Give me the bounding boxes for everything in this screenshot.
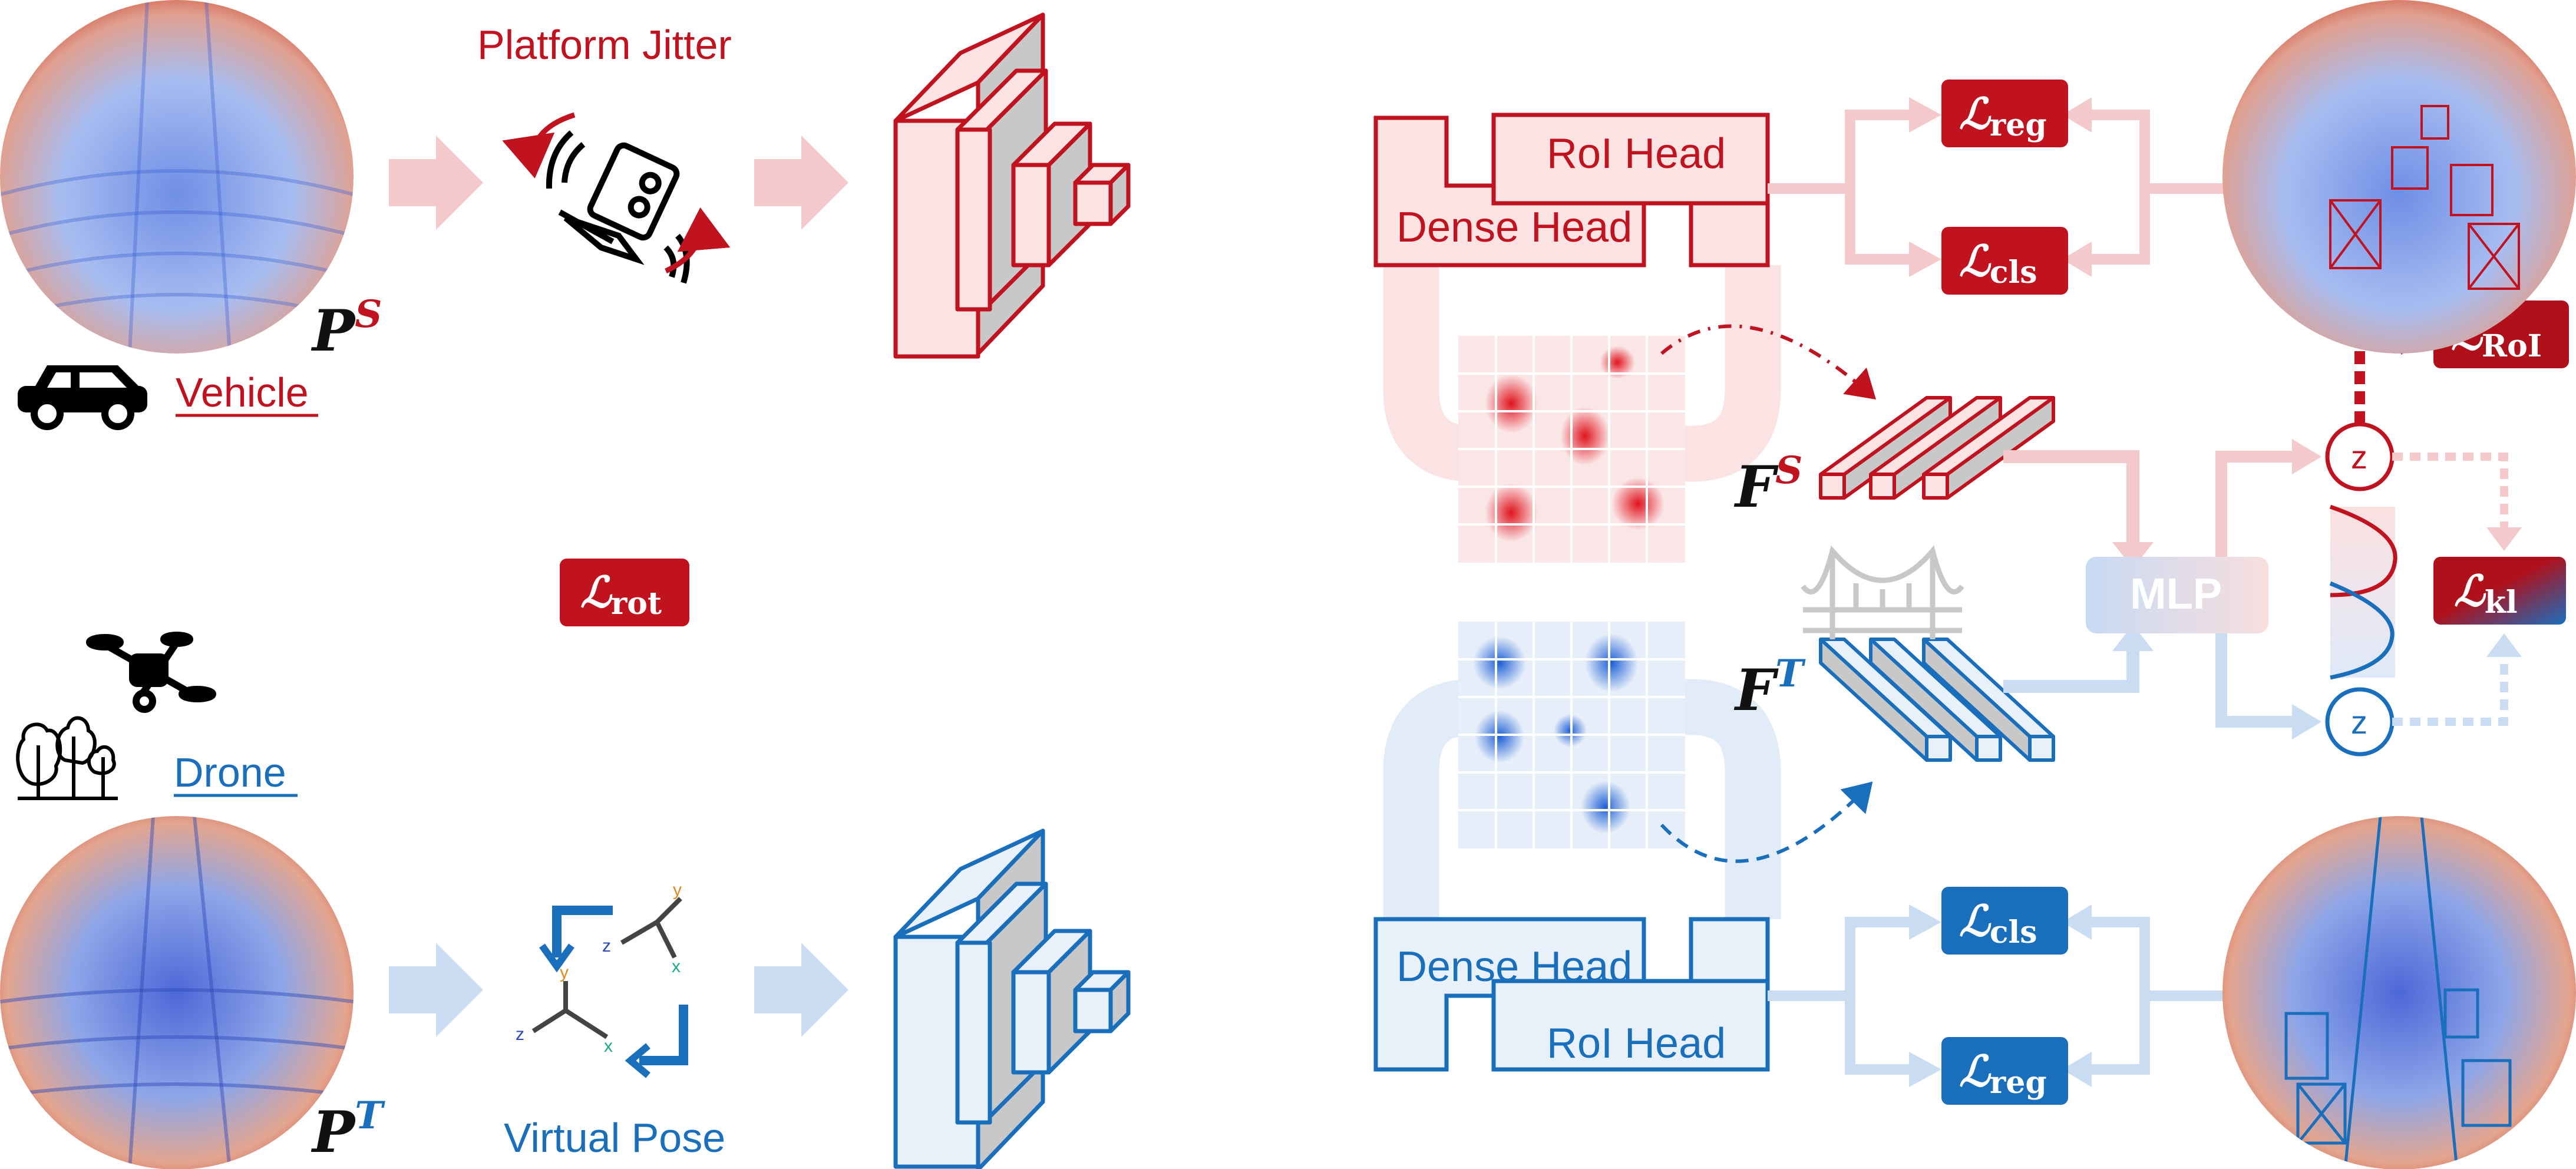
target-point-cloud-symbol: PT	[311, 1094, 385, 1165]
source-backbone	[893, 12, 1131, 359]
axis-y-label: y	[560, 963, 569, 982]
target-point-cloud	[0, 816, 354, 1169]
mlp-block	[2086, 557, 2268, 633]
source-to-mlp-arrowhead	[2112, 542, 2154, 569]
target-to-mlp-arrowhead	[2112, 625, 2154, 651]
target-backbone	[893, 828, 1131, 1169]
target-dense-head-label: Dense Head	[1396, 943, 1632, 990]
rotate-arrow-icon	[665, 207, 731, 274]
svg-text:ℒcls: ℒcls	[1959, 236, 2037, 290]
axis-x-label: x	[604, 1036, 613, 1056]
target-flow-arrows	[389, 943, 848, 1037]
svg-text:z: z	[2351, 704, 2367, 741]
target-to-mlp-arrow	[2003, 645, 2139, 693]
target-loss-cls-badge: ℒcls	[1941, 887, 2068, 955]
source-loss-reg-badge: ℒreg	[1941, 80, 2068, 147]
virtual-pose-label: Virtual Pose	[504, 1115, 725, 1161]
source-dense-head-label: Dense Head	[1396, 204, 1632, 251]
z-source-to-kl	[2392, 453, 2508, 530]
source-loss-cls-badge: ℒcls	[1941, 227, 2068, 295]
target-heatmap	[1458, 622, 1685, 848]
z-target-to-kl-arrowhead	[2486, 633, 2522, 657]
source-heatmap	[1458, 336, 1685, 563]
svg-text:ℒreg: ℒreg	[1959, 88, 2047, 143]
rotate-arrow-icon	[502, 112, 576, 179]
svg-text:ℒkl: ℒkl	[2454, 566, 2518, 620]
axis-x-label: x	[672, 957, 681, 976]
source-point-cloud-symbol: PS	[311, 292, 382, 364]
target-detection-cloud	[2222, 816, 2576, 1169]
axis-z-label: z	[602, 936, 611, 956]
svg-text:z: z	[2351, 438, 2367, 475]
axis-z-label: z	[516, 1025, 524, 1044]
mlp-to-z-source-arrowhead	[2292, 439, 2321, 474]
trees-icon	[16, 716, 118, 800]
target-feature-symbol: FT	[1733, 652, 1806, 724]
z-target-to-kl	[2392, 654, 2508, 726]
target-loss-arrowheads	[1909, 904, 2092, 1087]
car-icon	[18, 365, 147, 430]
drone-label: Drone	[174, 749, 286, 795]
lidar-sensor-icon	[546, 130, 690, 284]
svg-text:ℒrot: ℒrot	[580, 567, 662, 622]
source-point-cloud	[0, 0, 354, 354]
bridge-icon	[1801, 545, 1964, 639]
source-to-mlp-arrow	[2003, 450, 2139, 548]
target-heads	[1373, 917, 1770, 1072]
svg-text:ℒcls: ℒcls	[1959, 896, 2037, 950]
source-head-to-loss-arrows	[1768, 110, 2233, 265]
virtual-pose-icon	[531, 897, 688, 1078]
source-detection-cloud	[2222, 0, 2576, 354]
mlp-to-z-target	[2215, 633, 2298, 728]
target-head-to-loss-arrows	[1768, 917, 2233, 1075]
axis-y-label: y	[673, 880, 682, 900]
source-feature-symbol: FS	[1733, 448, 1802, 520]
loss-rot-badge: ℒrot	[560, 559, 689, 626]
target-sample-arrow	[1660, 781, 1873, 863]
svg-text:ℒreg: ℒreg	[1959, 1046, 2047, 1101]
source-heads	[1373, 113, 1770, 268]
loss-kl-badge: ℒkl	[2433, 557, 2566, 625]
distribution-plot	[2329, 504, 2397, 680]
source-latent-node: z	[2325, 422, 2395, 491]
mlp-label: MLP	[2130, 569, 2222, 618]
drone-icon	[86, 632, 216, 713]
target-latent-node: z	[2325, 687, 2395, 757]
target-roi-head-label: RoI Head	[1547, 1020, 1726, 1067]
target-loss-reg-badge: ℒreg	[1941, 1037, 2068, 1105]
target-features	[1819, 638, 2055, 762]
source-roi-head-label: RoI Head	[1547, 130, 1726, 177]
source-sample-arrow	[1660, 324, 1876, 399]
vehicle-label: Vehicle	[176, 369, 309, 415]
source-features	[1819, 396, 2055, 500]
source-flow-arrows	[389, 136, 848, 230]
platform-jitter-label: Platform Jitter	[477, 22, 732, 68]
source-loss-arrowheads	[1909, 97, 2092, 277]
z-source-to-kl-arrowhead	[2486, 527, 2522, 551]
mlp-to-z-target-arrowhead	[2292, 704, 2321, 739]
mlp-to-z-source	[2215, 451, 2298, 557]
